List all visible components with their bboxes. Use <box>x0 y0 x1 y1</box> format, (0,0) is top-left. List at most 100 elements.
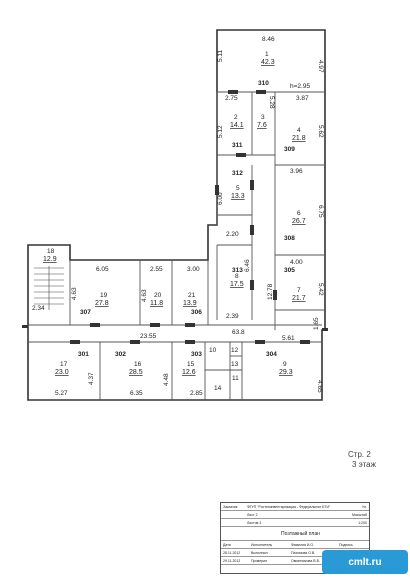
room-number: 11 <box>232 375 239 382</box>
room-area: 28.5 <box>129 369 143 376</box>
room-number: 2 <box>234 114 238 121</box>
office-label: 302 <box>115 351 126 358</box>
room-number: 1 <box>265 51 269 58</box>
dimension-label: 4.65 <box>316 380 323 393</box>
title-block-text: ФГУП "Ростехинвентаризация - Федеральное… <box>247 505 331 509</box>
dimension-label: 4.97 <box>317 60 324 73</box>
dimension-label: 5.28 <box>268 96 275 109</box>
dimension-label: 4.63 <box>71 287 78 300</box>
title-block-row: Дата Исполнитель Фамилия И.О. Подпись <box>221 541 369 549</box>
room-area: 12.6 <box>182 369 196 376</box>
office-label: 309 <box>284 146 295 153</box>
partitions <box>28 91 325 400</box>
dimension-label: 2.34 <box>32 305 45 312</box>
title-block-text: Выполнил <box>251 551 268 555</box>
dimension-label: 1.65 <box>313 317 320 330</box>
title-block-row: 29.11.2012 Проверил Овсянникова В.В. <box>221 557 369 565</box>
room-area: 13.9 <box>183 300 197 307</box>
title-block-text: Фамилия И.О. <box>291 543 315 547</box>
room-area: 21.8 <box>292 135 306 142</box>
title-block-text: Овсянникова В.В. <box>291 559 320 563</box>
room-number: 20 <box>154 292 162 299</box>
office-label: 307 <box>80 309 91 316</box>
office-label: 312 <box>232 170 243 177</box>
dimension-label: 2.55 <box>150 266 163 273</box>
dimension-label: h=2.95 <box>290 83 310 90</box>
room-number: 5 <box>236 185 240 192</box>
floor-caption: 3 этаж <box>352 460 376 469</box>
room-area: 21.7 <box>292 295 306 302</box>
room-number: 14 <box>214 385 222 392</box>
room-area: 42.3 <box>261 59 275 66</box>
title-block-text: 1:200 <box>358 521 367 525</box>
office-label: 305 <box>284 267 295 274</box>
office-label: 313 <box>232 267 243 274</box>
room-number: 10 <box>209 347 217 354</box>
room-number: 16 <box>134 361 142 368</box>
room-area: 27.8 <box>95 300 109 307</box>
room-area: 23.0 <box>55 369 69 376</box>
room-number: 18 <box>47 248 55 255</box>
title-block-text: Пахомова О.В. <box>291 551 316 555</box>
dimension-labels: 8.46 5.11 4.97 h=2.95 2.75 5.28 3.87 5.1… <box>32 36 324 397</box>
room-number: 15 <box>187 361 195 368</box>
dimension-label: 8.46 <box>262 36 275 43</box>
dimension-label: 5.61 <box>282 335 295 342</box>
dimension-label: 5.12 <box>217 125 224 138</box>
office-label: 306 <box>191 309 202 316</box>
room-number: 6 <box>297 210 301 217</box>
dimension-label: 4.63 <box>141 289 148 302</box>
office-labels: 310 311 309 312 308 313 305 307 306 301 … <box>78 80 295 358</box>
room-area: 29.3 <box>279 369 293 376</box>
watermark-logo: cmlt.ru <box>322 550 408 574</box>
dimension-label: 63.8 <box>232 329 245 336</box>
room-area: 26.7 <box>292 218 306 225</box>
room-area: 11.8 <box>150 300 163 307</box>
dimension-label: 6.00 <box>217 192 224 205</box>
dimension-label: 6.75 <box>317 205 324 218</box>
room-number: 21 <box>188 292 196 299</box>
walls <box>27 29 326 401</box>
watermark-text: cmlt.ru <box>348 556 382 568</box>
room-area: 7.6 <box>257 122 267 129</box>
dimension-label: 2.85 <box>190 390 203 397</box>
title-block-text: Исполнитель <box>251 543 273 547</box>
room-number: 8 <box>235 273 239 280</box>
title-block-row: Лист 2 Масштаб <box>221 511 369 519</box>
title-block-row: Заказчик ФГУП "Ростехинвентаризация - Фе… <box>221 503 369 511</box>
dimension-label: 5.11 <box>217 49 224 62</box>
title-block-text: 29.11.2012 <box>223 559 241 563</box>
dimension-label: 23.55 <box>140 333 157 340</box>
dimension-label: 12.78 <box>267 283 274 300</box>
office-label: 310 <box>258 80 269 87</box>
title-block-text: Листов 3 <box>247 521 262 525</box>
office-label: 301 <box>78 351 89 358</box>
room-area: 14.1 <box>230 122 244 129</box>
dimension-label: 4.37 <box>88 372 95 385</box>
room-labels: 1 42.3 2 14.1 3 7.6 4 21.8 5 13.3 6 26.7… <box>43 51 306 392</box>
room-number: 7 <box>297 287 301 294</box>
room-area: 13.3 <box>231 193 245 200</box>
dimension-label: 6.46 <box>244 259 251 272</box>
title-block-title: Поэтажный план <box>281 531 320 537</box>
office-label: 304 <box>266 351 277 358</box>
title-block-text: Заказчик <box>223 505 238 509</box>
title-block-row: Листов 3 1:200 <box>221 519 369 527</box>
title-block-row: Поэтажный план <box>221 527 369 541</box>
room-area: 12.9 <box>43 256 57 263</box>
title-block-text: Проверил <box>251 559 268 563</box>
title-block-text: 28.11.2012 <box>223 551 241 555</box>
room-number: 12 <box>231 347 239 354</box>
dimension-label: 4.00 <box>290 259 303 266</box>
dimension-label: 2.39 <box>226 313 239 320</box>
title-block-text: Подпись <box>339 543 353 547</box>
dimension-label: 2.75 <box>225 95 238 102</box>
page-caption: Стр. 2 <box>348 450 371 459</box>
staircase <box>34 266 64 310</box>
dimension-label: 2.20 <box>226 231 239 238</box>
dimension-label: 3.00 <box>187 266 200 273</box>
dimension-label: 6.05 <box>96 266 109 273</box>
room-number: 19 <box>100 292 108 299</box>
doors <box>22 90 328 344</box>
